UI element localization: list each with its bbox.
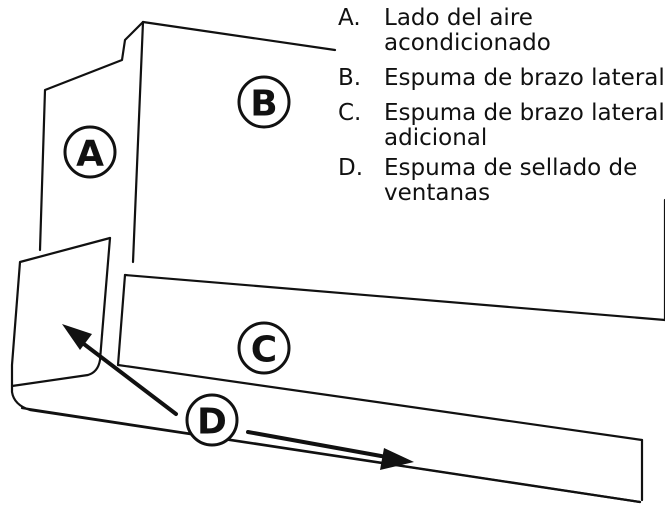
legend-text: Espuma de sellado de ventanas	[384, 156, 637, 206]
callout-d-label: D	[197, 402, 227, 443]
callout-d-circle	[185, 393, 239, 447]
ac-side-panel-top	[141, 20, 337, 52]
window-seal-foam-bottom-edge	[20, 406, 642, 504]
callout-b-label: B	[250, 84, 277, 125]
arrow-shaft-right	[246, 430, 394, 460]
side-arm-foam-bottom-edge	[123, 273, 665, 322]
callout-a-label: A	[76, 134, 104, 175]
legend-line: adicional	[384, 125, 488, 151]
arrow-shaft-left	[74, 336, 178, 416]
window-seal-foam-top-edge	[100, 236, 112, 337]
callout-c-circle	[237, 321, 291, 375]
legend-letter: A.	[338, 6, 361, 31]
legend-letter: B.	[338, 65, 362, 91]
legend-item-c: C. Espuma de brazo lateral adicional	[338, 101, 665, 151]
legend-line: Lado del aire	[384, 6, 533, 31]
legend-item-b: B. Espuma de brazo lateral	[338, 66, 665, 91]
legend-line: Espuma de sellado de	[384, 155, 638, 181]
legend-line: Espuma de brazo lateral	[384, 65, 665, 91]
legend-line: acondicionado	[384, 30, 551, 56]
additional-foam-left-edge	[116, 273, 127, 367]
legend-text: Lado del aire acondicionado	[384, 6, 551, 56]
legend-item-a: A. Lado del aire acondicionado	[338, 6, 551, 56]
callout-a-circle	[63, 125, 117, 179]
window-seal-foam-inner-curve	[10, 333, 104, 388]
additional-foam-bottom-edge	[116, 363, 644, 442]
legend-letter: D.	[338, 155, 364, 181]
callout-c-label: C	[251, 330, 277, 371]
ac-side-panel-edge	[131, 20, 145, 264]
legend-text: Espuma de brazo lateral adicional	[384, 101, 665, 151]
arrow-head-right	[380, 448, 414, 470]
legend-text: Espuma de brazo lateral	[384, 66, 665, 91]
ac-side-panel	[38, 20, 145, 252]
legend-line: Espuma de brazo lateral	[384, 100, 665, 126]
arrow-head-left	[62, 324, 92, 350]
legend: A. Lado del aire acondicionado B. Espuma…	[338, 6, 665, 266]
legend-item-d: D. Espuma de sellado de ventanas	[338, 156, 637, 206]
legend-letter: C.	[338, 100, 362, 126]
callout-b-circle	[237, 75, 291, 129]
legend-line: ventanas	[384, 180, 491, 206]
